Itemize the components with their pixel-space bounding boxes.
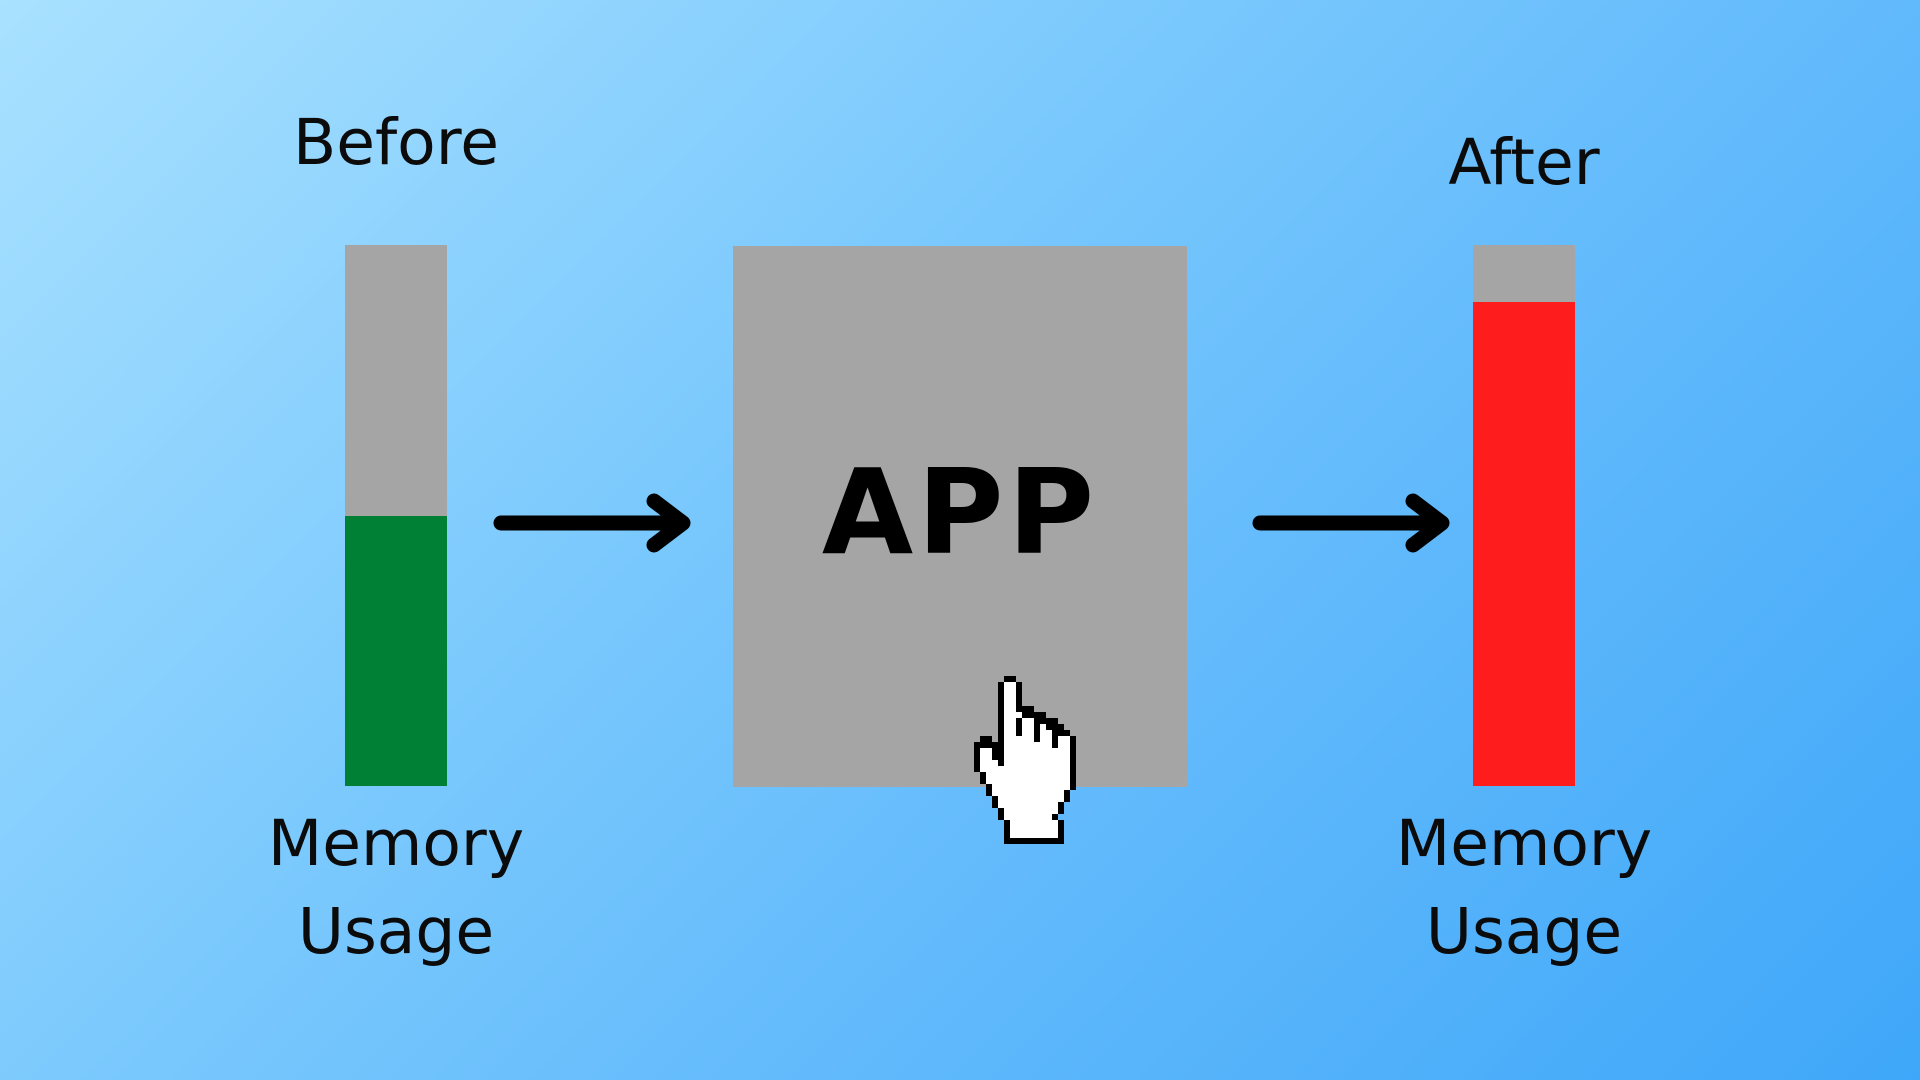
- right-arrow-icon: [1252, 493, 1450, 553]
- before-caption-line2: Usage: [297, 895, 495, 968]
- before-memory-fill: [345, 515, 447, 786]
- after-memory-fill: [1473, 301, 1575, 786]
- before-caption-line1: Memory: [267, 807, 525, 880]
- app-box[interactable]: APP: [733, 246, 1187, 787]
- before-memory-bar: [345, 245, 447, 786]
- before-title: Before: [293, 106, 499, 179]
- after-caption-line2: Usage: [1425, 895, 1623, 968]
- after-caption: Memory Usage: [1344, 800, 1704, 976]
- app-label: APP: [821, 442, 1099, 581]
- after-memory-bar: [1473, 245, 1575, 786]
- after-title: After: [1448, 126, 1600, 199]
- right-arrow-icon: [493, 493, 691, 553]
- pointing-hand-cursor-icon: [974, 676, 1076, 844]
- after-caption-line1: Memory: [1395, 807, 1653, 880]
- before-caption: Memory Usage: [216, 800, 576, 976]
